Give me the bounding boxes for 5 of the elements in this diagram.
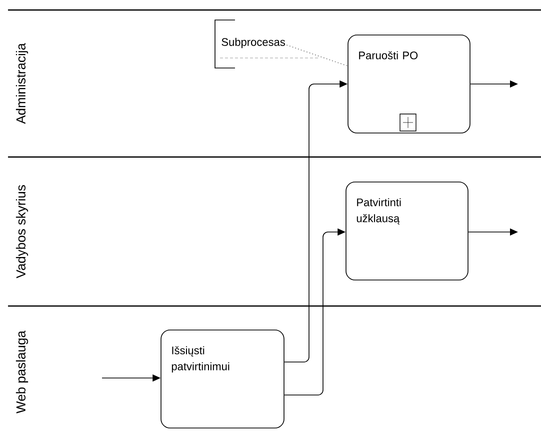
task-box: Patvirtinti užklausą — [346, 182, 468, 280]
association-line — [286, 44, 348, 66]
text-annotation: Subprocesas — [214, 20, 318, 68]
task-box: Paruošti PO — [348, 34, 470, 134]
task-box: Išsiųsti patvirtinimui — [160, 330, 284, 428]
